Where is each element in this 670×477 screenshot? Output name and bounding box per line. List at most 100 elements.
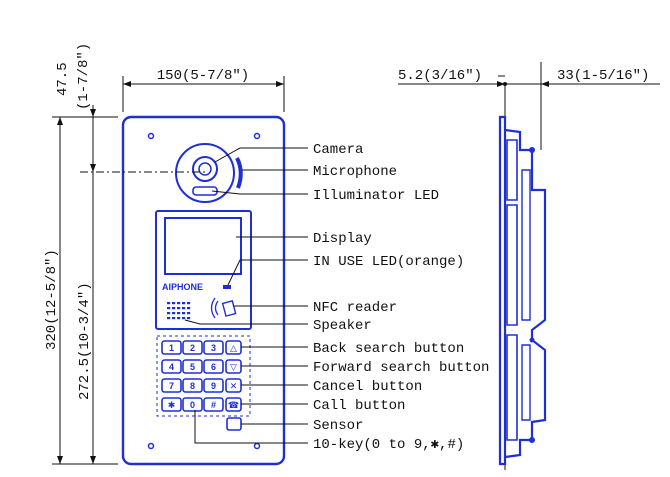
keypad-key-2-0[interactable]: 7 (161, 378, 182, 393)
key-face[interactable] (161, 397, 182, 412)
front-dimensions: 150(5-7/8") 47.5 (1-7/8") 320(12-5/8") 2… (44, 43, 285, 465)
key-label: ☎ (228, 400, 239, 410)
label-cancel: Cancel button (313, 379, 422, 395)
keypad-key-2-1[interactable]: 8 (182, 378, 203, 393)
key-face[interactable] (203, 397, 224, 412)
key-label: 0 (190, 400, 195, 410)
camera-lens-inner-icon (198, 162, 212, 176)
key-face[interactable] (161, 359, 182, 374)
display-frame (155, 210, 252, 330)
speaker-hole (167, 312, 171, 315)
keypad-key-0-1[interactable]: 2 (182, 340, 203, 355)
speaker-hole (167, 307, 171, 310)
label-in-use-led: IN USE LED(orange) (313, 254, 464, 270)
screw-icon (147, 132, 155, 140)
speaker-hole (177, 307, 181, 310)
keypad-key-0-0[interactable]: 1 (161, 340, 182, 355)
speaker-hole (182, 317, 186, 320)
display-screen (164, 217, 242, 275)
key-label: 9 (211, 381, 216, 391)
keypad-key-3-3[interactable]: ☎ (225, 397, 242, 412)
label-speaker: Speaker (313, 318, 372, 334)
speaker-hole (187, 317, 191, 320)
keypad-outline (156, 335, 251, 417)
dim-top-offset-in: (1-7/8") (76, 43, 92, 110)
speaker-hole (172, 317, 176, 320)
keypad-key-0-2[interactable]: 3 (203, 340, 224, 355)
key-label: ✕ (230, 381, 238, 391)
keypad-key-1-1[interactable]: 5 (182, 359, 203, 374)
label-10-key: 10-key(0 to 9,✱,#) (313, 437, 464, 453)
key-label: 3 (211, 343, 216, 353)
key-label: # (211, 400, 216, 410)
screw-icon (253, 442, 261, 450)
front-panel (121, 115, 286, 466)
key-label: △ (230, 343, 237, 353)
dim-height-lower: 272.5(10-3/4") (77, 282, 93, 400)
speaker-hole (182, 302, 186, 305)
label-forward-search: Forward search button (313, 360, 489, 376)
key-face[interactable] (203, 340, 224, 355)
key-face[interactable] (161, 340, 182, 355)
dim-width: 150(5-7/8") (157, 68, 249, 84)
dim-side-thin: 5.2(3/16") (398, 68, 482, 84)
label-call: Call button (313, 398, 405, 414)
screw-icon (147, 442, 155, 450)
key-label: 1 (169, 343, 174, 353)
key-face[interactable] (203, 378, 224, 393)
key-face[interactable] (182, 340, 203, 355)
speaker-hole (172, 312, 176, 315)
keypad-key-1-3[interactable]: ▽ (225, 359, 242, 374)
illuminator-led-icon (192, 186, 218, 196)
camera-housing (175, 143, 235, 203)
keypad-key-3-0[interactable]: ✱ (161, 397, 182, 412)
speaker-hole (177, 312, 181, 315)
key-face[interactable] (182, 359, 203, 374)
keypad-key-3-2[interactable]: # (203, 397, 224, 412)
key-label: 2 (190, 343, 195, 353)
speaker-hole (182, 307, 186, 310)
keypad-key-1-2[interactable]: 6 (203, 359, 224, 374)
key-face[interactable] (182, 378, 203, 393)
key-label: 8 (190, 381, 195, 391)
callouts: Camera Microphone Illuminator LED Displa… (184, 142, 489, 453)
label-back-search: Back search button (313, 341, 464, 357)
key-label: ▽ (230, 362, 237, 372)
speaker-hole (172, 307, 176, 310)
key-face[interactable] (182, 397, 203, 412)
key-label: 6 (211, 362, 216, 372)
in-use-led-icon (223, 285, 231, 289)
microphone-icon (235, 157, 243, 189)
key-face[interactable] (161, 378, 182, 393)
label-microphone: Microphone (313, 164, 397, 180)
keypad-key-3-1[interactable]: 0 (182, 397, 203, 412)
dim-height-total: 320(12-5/8") (44, 249, 60, 350)
label-sensor: Sensor (313, 418, 363, 434)
dim-top-offset: 47.5 (55, 62, 71, 96)
nfc-reader-icon (221, 300, 237, 317)
key-label: ✱ (168, 400, 176, 410)
speaker-hole (177, 302, 181, 305)
speaker-hole (187, 312, 191, 315)
speaker-hole (167, 302, 171, 305)
speaker-hole (172, 302, 176, 305)
speaker-hole (182, 312, 186, 315)
nfc-wave-icon (210, 297, 216, 319)
sensor-icon (226, 417, 242, 431)
key-face[interactable] (203, 359, 224, 374)
nfc-wave-icon (214, 300, 219, 316)
label-illuminator-led: Illuminator LED (313, 188, 439, 204)
keypad-key-2-2[interactable]: 9 (203, 378, 224, 393)
speaker-hole (167, 317, 171, 320)
keypad-key-1-0[interactable]: 4 (161, 359, 182, 374)
camera-lens-icon (192, 156, 218, 182)
keypad-key-2-3[interactable]: ✕ (225, 378, 242, 393)
label-camera: Camera (313, 142, 363, 158)
keypad-key-0-3[interactable]: △ (225, 340, 242, 355)
brand-mark: AIPHONE (162, 282, 203, 292)
key-label: 5 (190, 362, 195, 372)
label-display: Display (313, 231, 372, 247)
speaker-hole (177, 317, 181, 320)
